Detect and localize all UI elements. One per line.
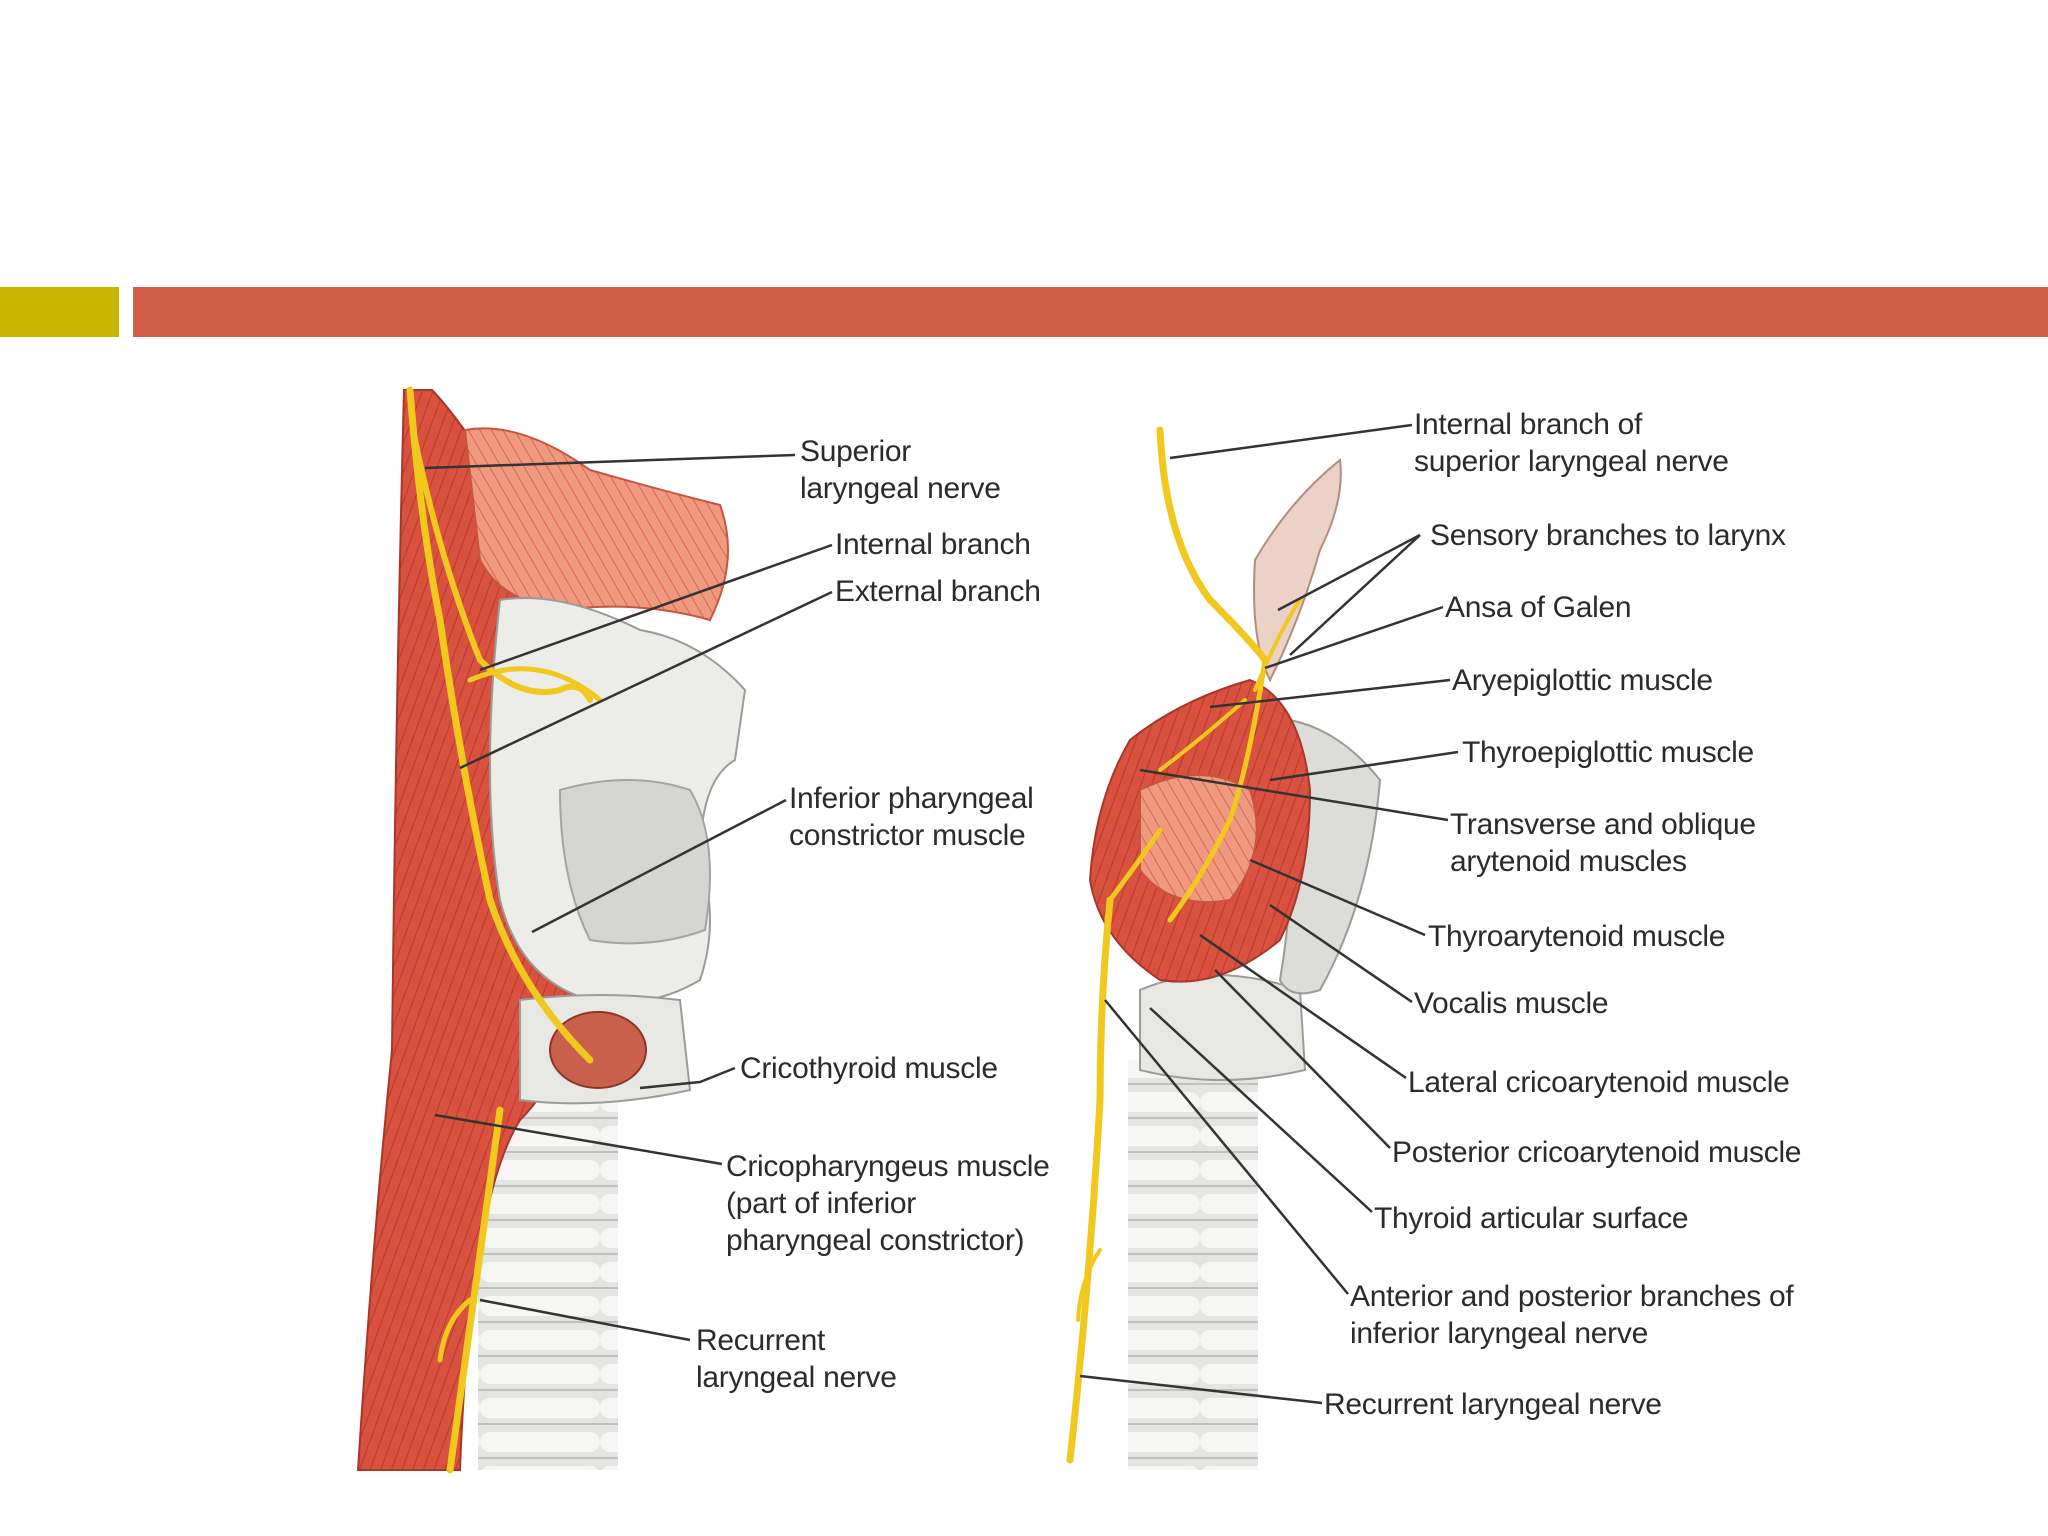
left-cricothyroid-muscle — [549, 1011, 647, 1089]
label-ansa-of-galen: Ansa of Galen — [1445, 591, 1632, 624]
label-thyroarytenoid-muscle: Thyroarytenoid muscle — [1428, 920, 1726, 953]
label-recurrent-laryngeal-nerve-right: Recurrent laryngeal nerve — [1324, 1388, 1662, 1421]
right-nerves — [1066, 426, 1302, 1464]
label-aryepiglottic-muscle: Aryepiglottic muscle — [1452, 664, 1713, 697]
label-internal-branch: Internal branch — [835, 528, 1031, 561]
label-recurrent-laryngeal-nerve-left: Recurrent laryngeal nerve — [696, 1324, 897, 1394]
label-thyroepiglottic-muscle: Thyroepiglottic muscle — [1462, 736, 1754, 769]
label-inferior-pharyngeal-constrictor: Inferior pharyngeal constrictor muscle — [789, 782, 1034, 852]
label-transverse-oblique-arytenoid: Transverse and oblique arytenoid muscles — [1450, 808, 1756, 878]
left-larynx-view — [356, 386, 747, 1474]
label-lateral-cricoarytenoid: Lateral cricoarytenoid muscle — [1408, 1066, 1790, 1099]
leader-lines — [424, 423, 1459, 1405]
label-thyroid-articular-surface: Thyroid articular surface — [1374, 1202, 1689, 1235]
left-thyroid-lamina — [558, 779, 711, 945]
right-larynx-view — [1066, 426, 1382, 1470]
label-internal-branch-superior: Internal branch of superior laryngeal ne… — [1414, 408, 1729, 478]
label-external-branch: External branch — [835, 575, 1041, 608]
label-superior-laryngeal-nerve: Superior laryngeal nerve — [800, 435, 1001, 505]
right-trachea — [1128, 1060, 1258, 1470]
header-bar — [133, 287, 2048, 337]
label-vocalis-muscle: Vocalis muscle — [1414, 987, 1609, 1020]
label-anterior-posterior-branches: Anterior and posterior branches of infer… — [1350, 1280, 1794, 1350]
label-cricothyroid-muscle: Cricothyroid muscle — [740, 1052, 998, 1085]
right-arytenoid-muscles — [1139, 774, 1258, 903]
label-cricopharyngeus-muscle: Cricopharyngeus muscle (part of inferior… — [726, 1150, 1050, 1257]
label-sensory-branches: Sensory branches to larynx — [1430, 519, 1786, 552]
label-posterior-cricoarytenoid: Posterior cricoarytenoid muscle — [1392, 1136, 1802, 1169]
accent-bar — [0, 287, 119, 337]
